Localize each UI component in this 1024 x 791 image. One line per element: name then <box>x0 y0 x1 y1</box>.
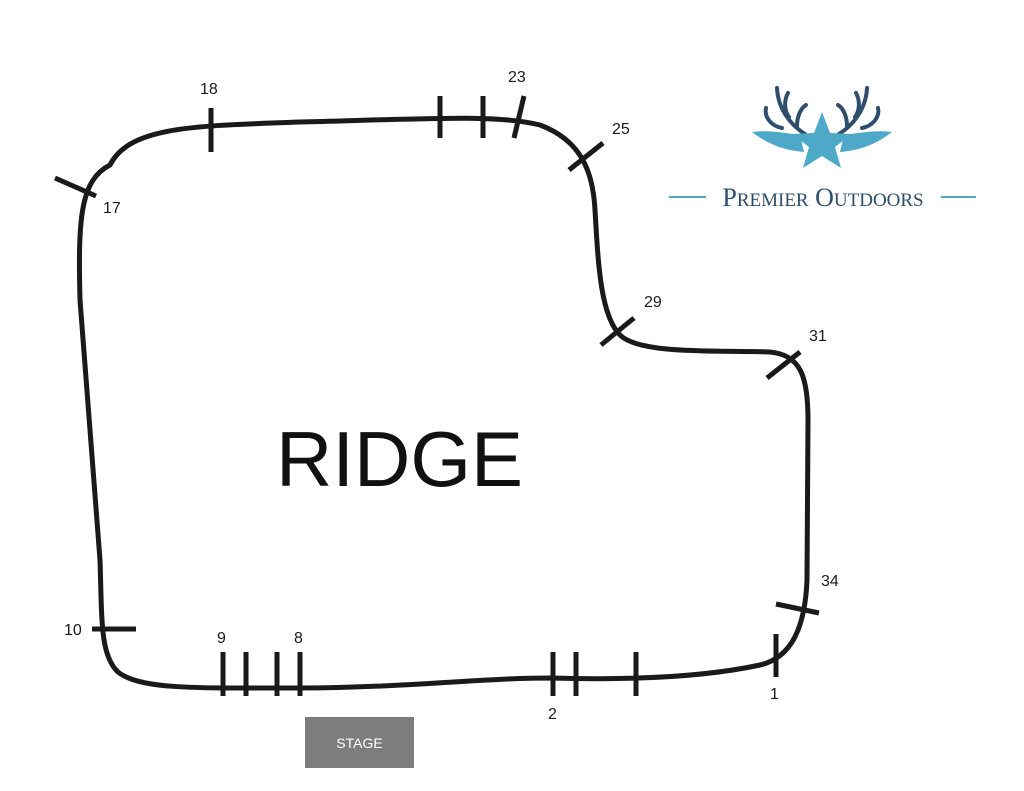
brand-initial-2: O <box>815 183 834 212</box>
right-wing <box>840 131 892 152</box>
stand-label-1: 1 <box>770 686 779 703</box>
stand-ticks <box>53 95 820 696</box>
antlers-icon <box>763 86 881 136</box>
stand-label-25: 25 <box>612 121 630 138</box>
stand-label-31: 31 <box>809 328 827 345</box>
stage-box <box>305 717 414 768</box>
premier-outdoors-logo: PREMIER OUTDOORS <box>669 86 976 212</box>
brand-rest-2: UTDOORS <box>834 190 924 211</box>
star-icon <box>792 112 852 168</box>
stand-label-2: 2 <box>548 706 557 723</box>
stand-tick <box>775 601 820 616</box>
stand-tick <box>511 95 527 139</box>
brand-rest-1: REMIER <box>737 190 809 211</box>
left-wing <box>752 131 804 152</box>
stand-label-17: 17 <box>103 200 121 217</box>
stand-label-23: 23 <box>508 69 526 86</box>
stand-label-34: 34 <box>821 573 839 590</box>
stage-label: STAGE <box>336 735 382 751</box>
brand-name: PREMIER OUTDOORS <box>722 183 923 212</box>
stand-tick <box>53 175 98 199</box>
stand-label-18: 18 <box>200 81 218 98</box>
brand-initial-1: P <box>722 183 736 212</box>
stand-tick <box>599 316 636 347</box>
stand-labels: 18 23 25 17 29 31 34 10 9 8 2 1 <box>64 69 839 723</box>
stand-label-8: 8 <box>294 630 303 647</box>
stand-tick <box>567 141 605 172</box>
area-name: RIDGE <box>276 415 523 503</box>
stand-label-29: 29 <box>644 294 662 311</box>
stand-label-10: 10 <box>64 622 82 639</box>
stand-tick <box>765 350 802 380</box>
stand-label-9: 9 <box>217 630 226 647</box>
ridge-track <box>76 115 811 691</box>
